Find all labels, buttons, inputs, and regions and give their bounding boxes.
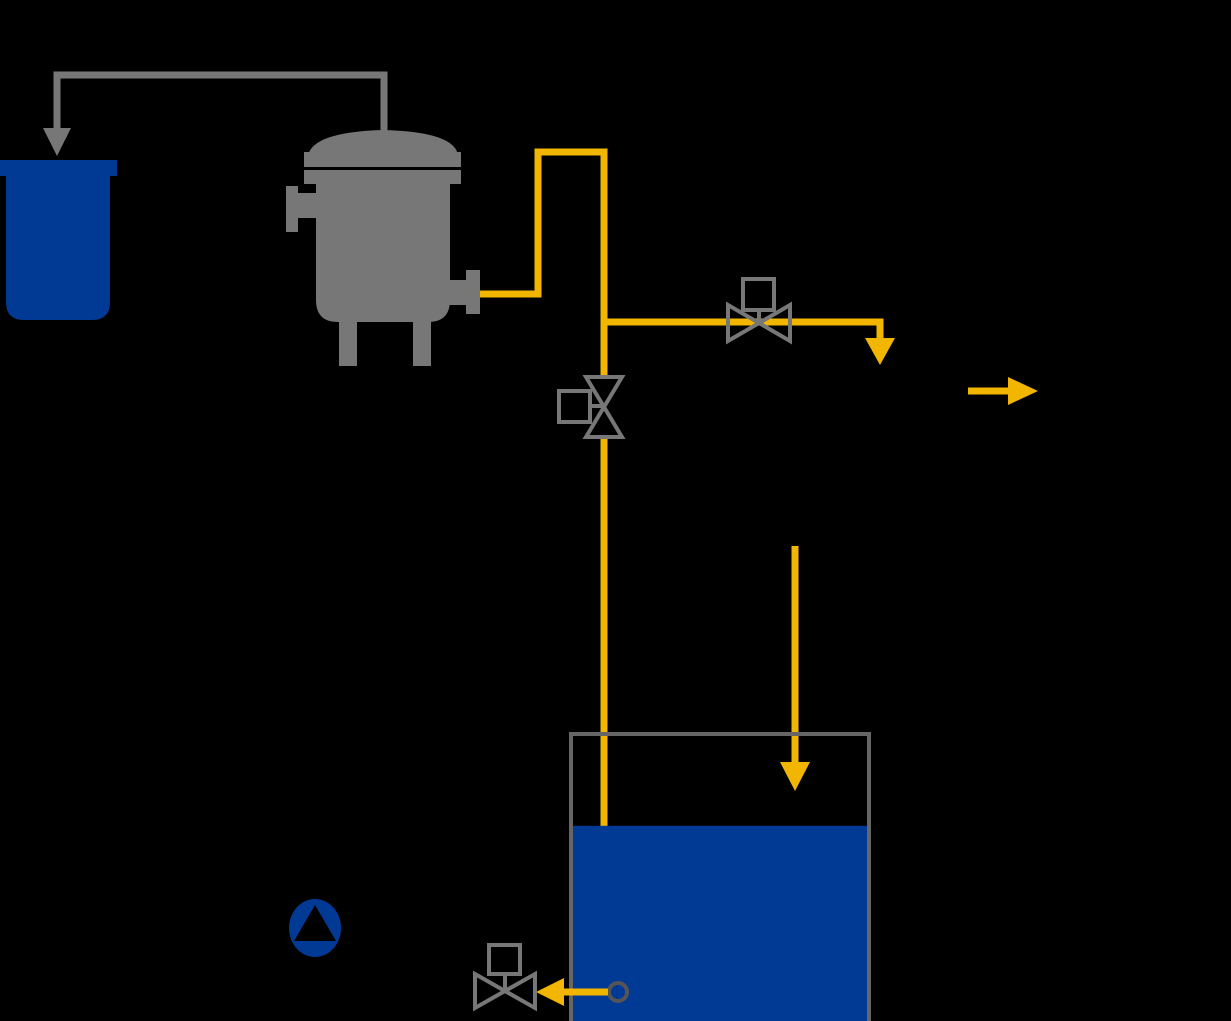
pressure-vessel-leg-right [413,318,431,366]
pressure-vessel-mid-band [304,170,461,184]
vessel-outlet-line [480,148,608,376]
tank-drain-arrowhead [536,978,564,1006]
valve-vertical-line-body [582,375,626,439]
pressure-vessel-right-flange [466,270,480,314]
branch-line-pipe [604,318,884,340]
pressure-vessel-left-nozzle [296,193,318,218]
valve-tank-outlet-body [473,970,537,1012]
collection-vessel-body [6,170,110,320]
valve-tank-outlet [473,943,537,1012]
tank-inlet-line [780,546,810,791]
branch-line [604,318,895,365]
branch-line-arrowhead [865,338,895,365]
side-outlet-arrowhead [1008,377,1038,405]
pressure-vessel-top-band [304,152,461,167]
pressure-vessel-body [316,182,450,322]
pressure-vessel [286,130,480,366]
side-outlet-arrow [968,377,1038,405]
tank-drain-line [536,978,629,1006]
storage-tank-wall [569,732,871,1021]
return-line-pipe [53,71,388,132]
valve-vertical-line [557,375,626,439]
return-line [43,71,388,156]
valve-tank-outlet-actuator [487,943,522,976]
valve-horizontal-branch-actuator [741,277,776,312]
tank-inlet-arrowhead [780,762,810,791]
pressure-vessel-right-nozzle [448,280,470,305]
pressure-vessel-leg-left [339,318,357,366]
return-line-arrowhead [43,128,71,156]
downcomer-line [589,438,619,857]
valve-vertical-line-actuator [557,389,592,424]
vessel-outlet-pipe [480,148,608,376]
collection-vessel [0,160,117,320]
tank-outlet-nozzle [607,981,629,1003]
valve-horizontal-branch-body [726,301,792,345]
storage-tank [569,732,871,1021]
pump [289,899,341,957]
pressure-vessel-dome [308,130,458,156]
pump-triangle-icon [294,905,336,941]
pressure-vessel-left-flange [286,186,298,232]
valve-horizontal-branch [726,277,792,345]
